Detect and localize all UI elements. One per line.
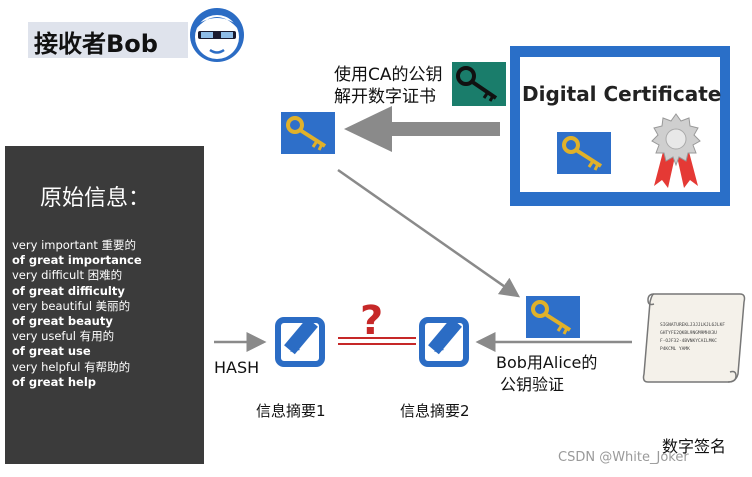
decrypted-key-icon [281,112,335,154]
panel-line: very helpful 有帮助的 [12,359,131,374]
signature-line: F-OJF32-4BVNKYCAILMKC [660,339,717,344]
hash-label: HASH [214,358,260,377]
certificate-key-icon [557,132,611,174]
verify-note-line2: 公钥验证 [500,375,565,394]
original-message-panel [5,146,204,464]
signature-label: 数字签名 [662,437,727,456]
verify-note: Bob用Alice的 公钥验证 [496,352,597,396]
ca-public-key-icon [452,62,506,106]
digest1-label: 信息摘要1 [256,402,326,420]
comparison-lines [338,337,416,345]
digest2-label: 信息摘要2 [400,402,470,420]
panel-line: of great help [12,374,97,389]
panel-line: very important 重要的 [12,238,137,252]
ca-key-note-line2: 解开数字证书 [334,87,436,107]
panel-line: of great difficulty [12,283,125,298]
digest1-edit-icon [275,317,325,367]
question-mark: ? [360,298,384,344]
panel-line: of great beauty [12,314,113,329]
avatar-icon [190,8,244,62]
panel-line: very beautiful 美丽的 [12,298,131,313]
panel-line: very useful 有用的 [12,329,115,344]
digest2-edit-icon [419,317,469,367]
decrypt-arrow [344,106,500,152]
alice-public-key-icon [526,296,580,338]
signature-text: SIGNATUREKLJ3JJLKJL6JLKF GHTYFE2QKBL9NGM… [660,322,725,354]
panel-line: of great use [12,344,91,359]
panel-line: very difficult 困难的 [12,268,123,283]
panel-title: 原始信息： [40,186,151,211]
certificate-title: Digital Certificate [522,82,722,106]
page-title: 接收者Bob [34,30,158,58]
signature-scroll-icon [642,293,746,383]
panel-line: of great importance [12,253,142,268]
ca-key-note-line1: 使用CA的公钥 [334,65,443,85]
signature-line: SIGNATUREKLJ3JJLKJL6JLKF [660,323,726,328]
watermark: CSDN @White_Joker [558,450,689,465]
signature-line: GHTYFE2QKBL9NGM9MHX3U [660,331,717,336]
verify-note-line1: Bob用Alice的 [496,353,598,372]
ca-key-note: 使用CA的公钥 解开数字证书 [334,64,443,108]
seal-ribbon-icon [651,113,701,188]
key-to-verify-arrow [337,168,521,298]
title-background [28,22,188,58]
signature-line: P4KCML YAMK [660,347,690,352]
panel-lines: very important 重要的 of great importance v… [12,238,142,390]
